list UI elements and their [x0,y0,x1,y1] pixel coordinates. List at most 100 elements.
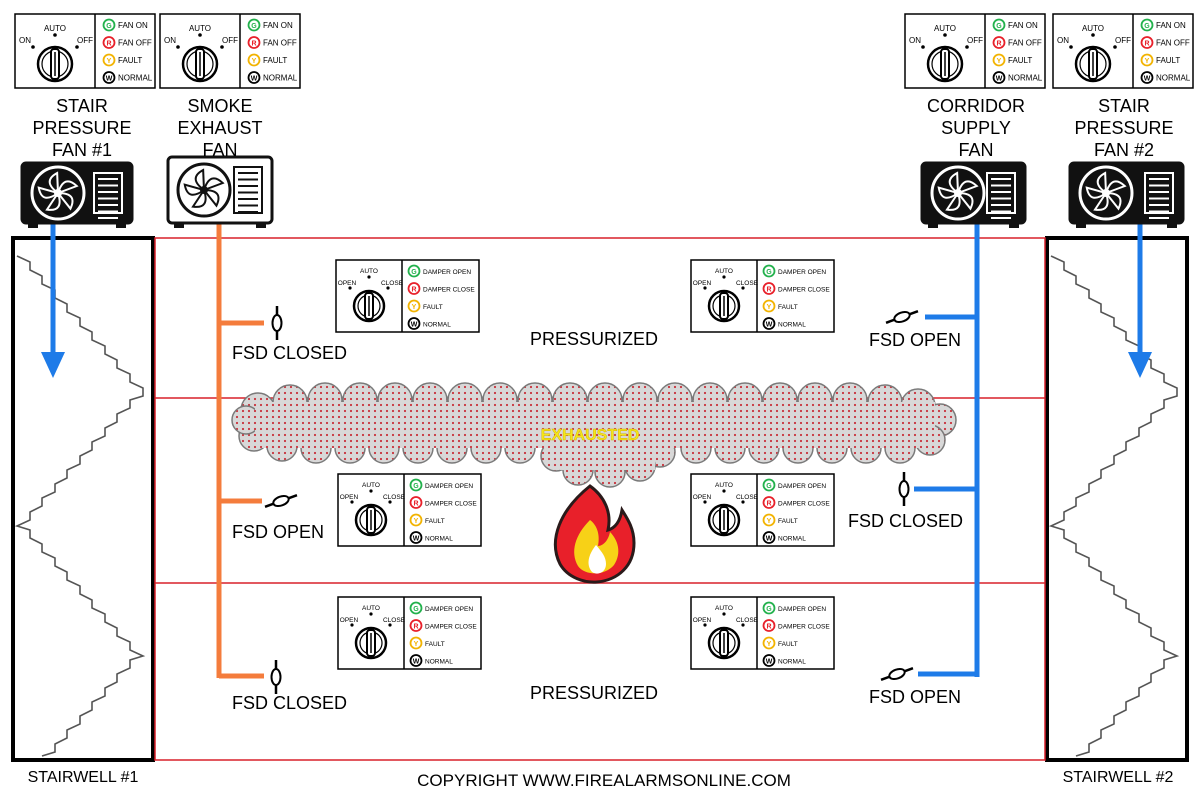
svg-text:AUTO: AUTO [189,24,211,33]
svg-text:AUTO: AUTO [362,482,380,489]
selector-knob[interactable] [707,626,741,660]
svg-text:G: G [413,483,419,490]
svg-text:FAN #2: FAN #2 [1094,140,1154,160]
svg-text:R: R [413,501,418,508]
svg-text:G: G [996,23,1002,30]
svg-text:CLOSE: CLOSE [736,494,759,501]
stairwell-1-label: STAIRWELL #1 [28,769,139,786]
svg-text:FAN ON: FAN ON [118,21,148,30]
svg-text:OFF: OFF [967,36,983,45]
svg-text:FAN ON: FAN ON [1008,21,1038,30]
svg-text:FAN OFF: FAN OFF [1156,39,1190,48]
fan-icon [1078,165,1134,221]
fire-smoke-damper-icon [270,660,282,694]
stairwell-2-label: STAIRWELL #2 [1063,769,1174,786]
svg-text:FAULT: FAULT [118,56,142,65]
svg-text:W: W [1144,76,1151,83]
svg-text:NORMAL: NORMAL [778,536,806,543]
svg-text:STAIR: STAIR [56,96,108,116]
svg-text:R: R [1144,41,1149,48]
fan-icon [930,165,986,221]
copyright-text: COPYRIGHT WWW.FIREALARMSONLINE.COM [417,771,791,790]
svg-text:AUTO: AUTO [715,268,733,275]
svg-text:FAN ON: FAN ON [1156,21,1186,30]
svg-text:EXHAUST: EXHAUST [177,118,262,138]
stair-zigzag-2 [1048,255,1180,757]
svg-text:NORMAL: NORMAL [425,536,453,543]
stair-zigzag-1 [14,255,146,757]
svg-text:W: W [413,536,420,543]
selector-knob[interactable] [36,45,74,83]
fan-label-stair2: STAIR PRESSURE FAN #2 [1074,96,1173,160]
selector-knob[interactable] [352,289,386,323]
svg-text:AUTO: AUTO [360,268,378,275]
svg-text:G: G [766,606,772,613]
damper-label-exhaust-top: FSD CLOSED [232,343,347,363]
svg-text:Y: Y [107,58,112,65]
svg-text:CLOSE: CLOSE [381,280,404,287]
svg-text:NORMAL: NORMAL [118,74,153,83]
svg-text:FAN #1: FAN #1 [52,140,112,160]
svg-text:FAULT: FAULT [263,56,287,65]
svg-text:R: R [766,624,771,631]
svg-text:Y: Y [252,58,257,65]
svg-text:DAMPER OPEN: DAMPER OPEN [778,483,826,490]
svg-text:DAMPER CLOSE: DAMPER CLOSE [425,624,477,631]
svg-text:DAMPER OPEN: DAMPER OPEN [778,269,826,276]
fan-label-smoke: SMOKE EXHAUST FAN [177,96,262,160]
stair1-airflow-arrow [41,224,65,378]
selector-knob[interactable] [354,503,388,537]
selector-knob[interactable] [354,626,388,660]
fire-icon [554,484,636,584]
svg-text:FAN: FAN [202,140,237,160]
selector-knob[interactable] [707,503,741,537]
led-fan-off: R FAN OFF [1140,36,1190,49]
svg-text:FAN: FAN [958,140,993,160]
svg-text:CORRIDOR: CORRIDOR [927,96,1025,116]
fire-smoke-damper-icon [271,306,283,340]
svg-text:DAMPER CLOSE: DAMPER CLOSE [778,501,830,508]
stair-pressure-fan-2 [1068,161,1185,228]
svg-text:OFF: OFF [77,36,93,45]
svg-text:W: W [766,659,773,666]
svg-text:CLOSE: CLOSE [383,617,406,624]
svg-text:NORMAL: NORMAL [778,322,806,329]
svg-text:ON: ON [1057,36,1069,45]
selector-knob[interactable] [1074,45,1112,83]
svg-text:FAULT: FAULT [778,518,798,525]
damper-label-supply-fire: FSD CLOSED [848,511,963,531]
svg-text:Y: Y [1145,58,1150,65]
svg-text:AUTO: AUTO [715,605,733,612]
selector-knob[interactable] [926,45,964,83]
damper-label-exhaust-fire: FSD OPEN [232,522,324,542]
svg-text:ON: ON [909,36,921,45]
svg-text:FAN OFF: FAN OFF [118,39,152,48]
stairwell-1 [11,236,155,762]
selector-knob[interactable] [181,45,219,83]
stair-pressure-fan-1 [20,161,134,228]
selector-knob[interactable] [707,289,741,323]
exhaust-duct [216,224,264,679]
svg-text:OPEN: OPEN [340,494,359,501]
svg-text:AUTO: AUTO [715,482,733,489]
svg-text:W: W [413,659,420,666]
svg-text:FAULT: FAULT [778,641,798,648]
damper-label-supply-bottom: FSD OPEN [869,687,961,707]
